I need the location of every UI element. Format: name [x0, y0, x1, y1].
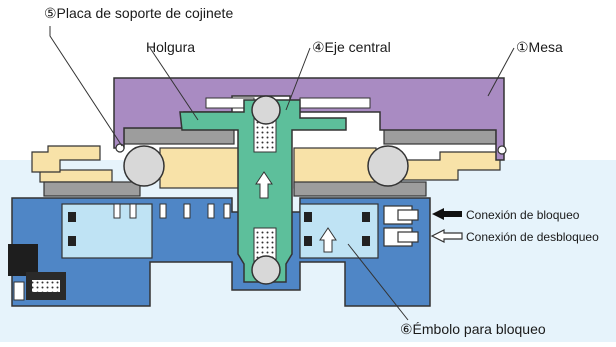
housing	[8, 197, 431, 307]
port-fitting	[383, 205, 419, 247]
label-lock-port: Conexión de bloqueo	[466, 208, 580, 222]
lock-arrow-icon	[432, 208, 462, 220]
label-table: ①Mesa	[516, 39, 563, 55]
label-unlock-port: Conexión de desbloqueo	[466, 230, 599, 244]
leader-lines	[49, 26, 515, 321]
unlock-arrow-icon	[430, 229, 463, 243]
label-bearing-plate: ⑤Placa de soporte de cojinete	[44, 5, 233, 21]
label-clearance: Holgura	[146, 39, 195, 55]
bearing-ring	[31, 145, 501, 189]
bearing-ball	[123, 95, 409, 285]
up-arrow-icon	[255, 171, 337, 253]
label-lock-piston: ⑥Émbolo para bloqueo	[400, 321, 546, 337]
label-central-shaft: ④Eje central	[312, 39, 391, 55]
